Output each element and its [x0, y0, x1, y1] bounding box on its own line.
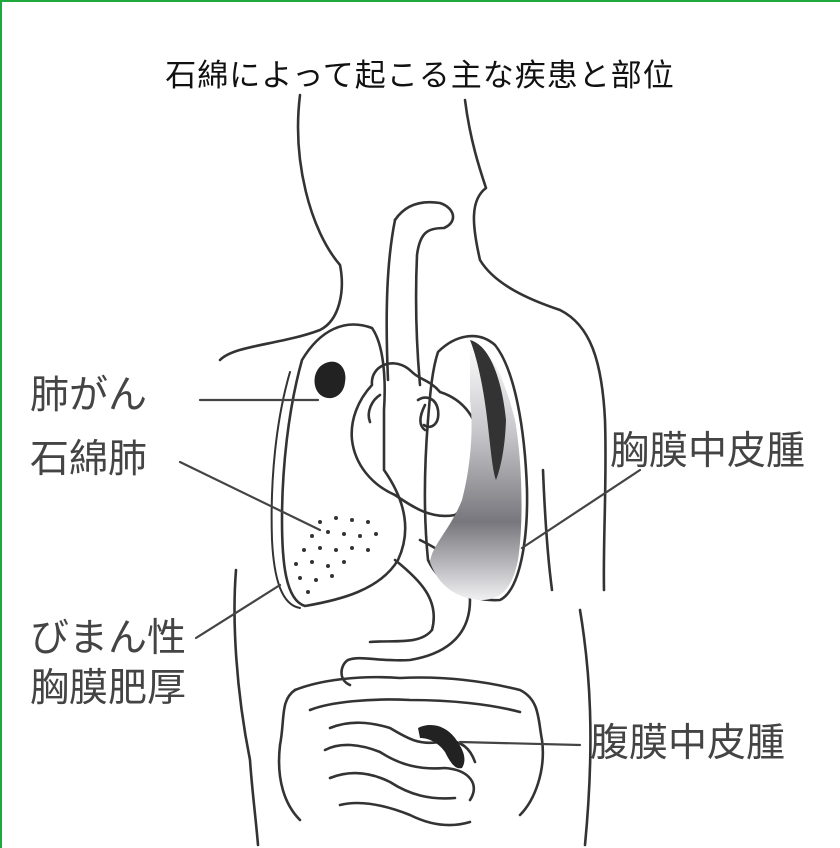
small-intestine-2 [323, 743, 476, 802]
lung-right-outline [423, 334, 529, 602]
small-intestine-3 [328, 771, 457, 800]
stomach-inner [368, 558, 435, 644]
label-pleural-mesothelioma: 胸膜中皮腫 [610, 429, 806, 474]
heart-vessel-1 [367, 393, 382, 424]
arm-right-inner [541, 468, 554, 592]
leader-peritoneal-mesothelioma [458, 740, 582, 747]
leader-asbestosis [178, 460, 322, 532]
label-diffuse-pleural-thickening-line2: 胸膜肥厚 [30, 666, 187, 711]
label-peritoneal-mesothelioma: 腹膜中皮腫 [590, 721, 786, 766]
large-intestine-inner [308, 698, 522, 714]
peritoneal-mesothelioma-lesion [418, 725, 465, 769]
label-diffuse-pleural-thickening-line1: びまん性 [30, 616, 187, 661]
leader-diffuse-pleural-thickening [194, 583, 282, 640]
small-intestine-4 [338, 801, 472, 827]
heart-vessel-3 [419, 403, 427, 432]
label-diffuse-pleural-thickening: びまん性 胸膜肥厚 [30, 614, 186, 714]
esophagus [393, 200, 455, 387]
pleural-mesothelioma-shading [430, 340, 522, 600]
label-asbestosis: 石綿肺 [30, 437, 148, 482]
body-outline-left [218, 93, 344, 362]
lung-left-pleura [270, 371, 301, 609]
lung-left-outline [280, 323, 407, 608]
body-outline-right [463, 98, 607, 592]
page-title: 石綿によって起こる主な疾患と部位 [165, 58, 675, 94]
asbestosis-dots [294, 516, 378, 594]
torso-right-lower [578, 608, 592, 847]
large-intestine-left [277, 688, 302, 822]
pleural-mesothelioma-dark-edge [470, 340, 506, 480]
leader-pleural-mesothelioma [520, 468, 642, 550]
small-intestine-1 [328, 721, 477, 764]
large-intestine [293, 675, 545, 817]
heart-outline [350, 362, 482, 518]
lung-cancer-lesion [314, 361, 346, 399]
heart-vessel-2 [416, 396, 440, 429]
label-lung-cancer: 肺がん [30, 373, 148, 418]
esophagus-inner [385, 218, 397, 382]
